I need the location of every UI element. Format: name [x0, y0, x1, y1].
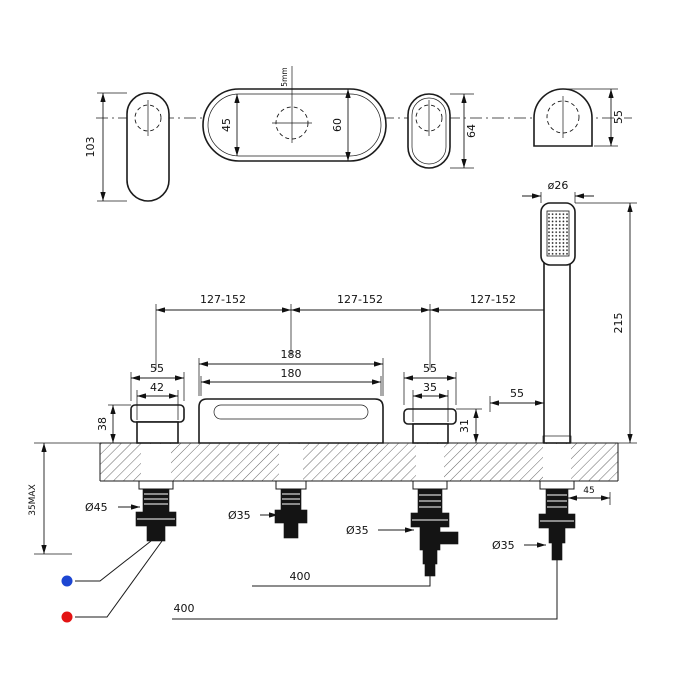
fitting-spout: Ø35 [228, 480, 308, 539]
dim-shower-offset: 55 [510, 387, 524, 400]
dim-spout-base: 180 [281, 367, 302, 380]
dim-spout-outer-depth: 60 [331, 118, 344, 132]
handle-left-front: 55 42 38 [96, 362, 185, 444]
top-views: 103 5mm 45 60 64 [84, 66, 632, 202]
dim-handle-left-base: 42 [150, 381, 164, 394]
cold-water-dot [61, 575, 73, 587]
dim-holder-depth: 55 [612, 110, 625, 124]
dim-spacing-left: 127-152 [200, 293, 246, 306]
water-legend [61, 575, 73, 623]
dim-spout-offset: 5mm [280, 67, 289, 86]
dim-spacing-middle: 127-152 [337, 293, 383, 306]
dim-handle-right-depth: 64 [465, 124, 478, 138]
label-hole-handle-left: Ø45 [85, 501, 108, 514]
spacing-dimensions: 127-152 127-152 127-152 [155, 293, 557, 370]
fitting-valve: Ø35 400 [252, 480, 459, 587]
dim-handle-right-height: 31 [458, 419, 471, 433]
hand-shower: ø26 215 55 [489, 179, 637, 444]
dim-deck-max-thickness: 35MAX [28, 484, 38, 516]
dim-handle-left-height: 38 [96, 417, 109, 431]
spout-front: 188 180 [198, 348, 384, 444]
dim-handle-right-base: 35 [423, 381, 437, 394]
hot-water-dot [61, 611, 73, 623]
dim-shower-height: 215 [612, 313, 625, 334]
fitting-shower: Ø35 45 400 [172, 480, 611, 620]
deck: 35MAX [28, 442, 619, 555]
label-hole-shower: Ø35 [492, 539, 515, 552]
spout-top-view: 5mm 45 60 [202, 66, 387, 162]
handle-left-top-view: 103 [84, 92, 170, 202]
fitting-handle-left: Ø45 [75, 480, 177, 618]
label-hole-valve: Ø35 [346, 524, 369, 537]
label-hose-shower: 400 [174, 602, 195, 615]
front-view: 127-152 127-152 127-152 35MAX [28, 179, 637, 623]
shower-holder-top-view: 55 [533, 88, 625, 147]
dim-handle-right-width: 55 [423, 362, 437, 375]
dim-spout-inner-depth: 45 [220, 118, 233, 132]
handle-right-top-view: 64 [407, 93, 478, 169]
handle-right-front: 55 35 31 [403, 362, 482, 444]
dim-spout-width: 188 [281, 348, 302, 361]
dim-handle-left-width: 55 [150, 362, 164, 375]
label-hose-valve: 400 [290, 570, 311, 583]
label-hole-spout: Ø35 [228, 509, 251, 522]
dim-handle-left-depth: 103 [84, 137, 97, 158]
dim-shower-shank: 45 [583, 486, 594, 496]
dim-spacing-right: 127-152 [470, 293, 516, 306]
dim-shower-diameter: ø26 [548, 179, 569, 192]
